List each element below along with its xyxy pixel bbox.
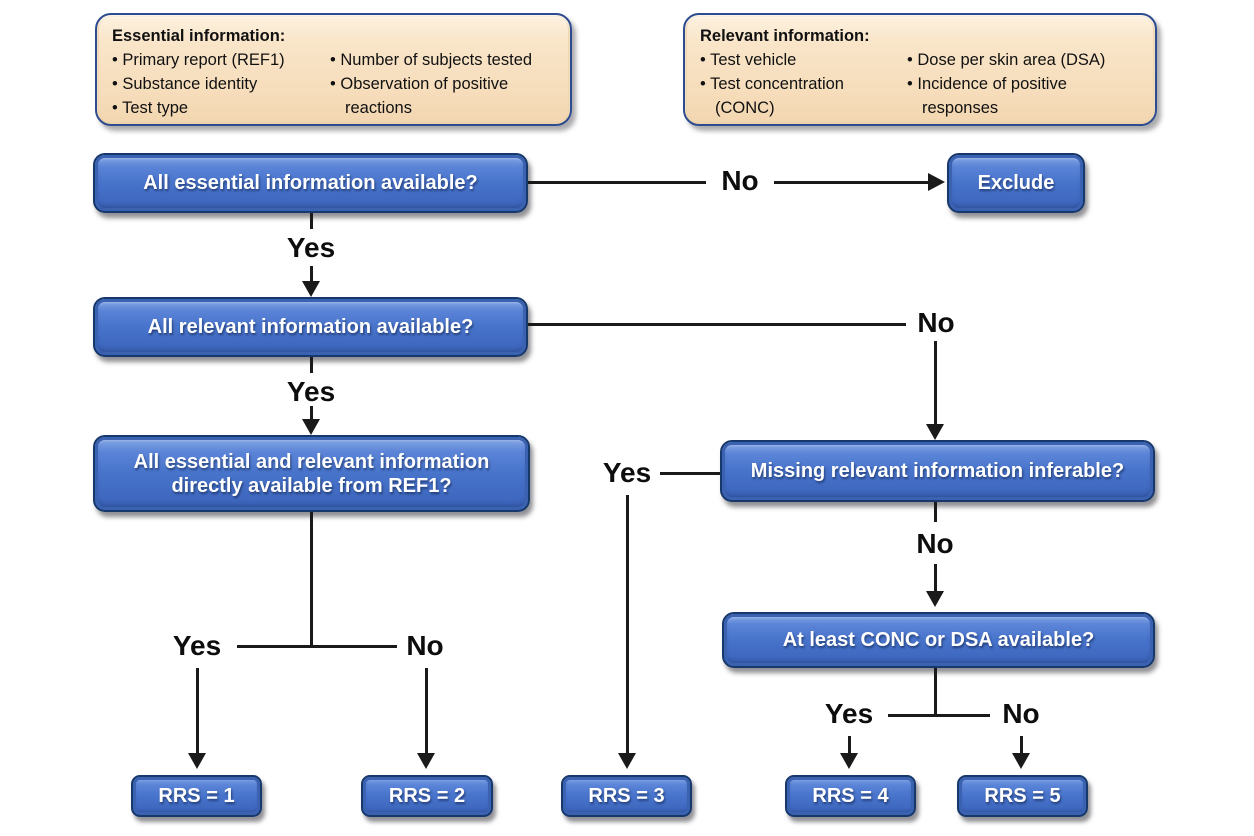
terminal-node-rrs-5: RRS = 5 — [957, 775, 1088, 817]
bullet-item: Test concentration (CONC) — [700, 72, 907, 120]
connector-line — [528, 181, 706, 184]
relevant-information-columns: Test vehicle Test concentration (CONC) D… — [700, 48, 1140, 120]
connector-line — [310, 357, 313, 373]
relevant-information-title: Relevant information: — [700, 27, 870, 45]
edge-label-inferable-no: No — [916, 528, 954, 559]
bullet-item: Primary report (REF1) — [112, 48, 330, 72]
edge-label-ref1-no: No — [406, 630, 444, 661]
connector-line — [310, 213, 313, 229]
essential-information-title: Essential information: — [112, 27, 286, 45]
bullet-item: Test type — [112, 96, 330, 120]
relevant-column-2: Dose per skin area (DSA) Incidence of po… — [907, 48, 1132, 120]
edge-label-inferable-yes: Yes — [602, 457, 652, 488]
arrowhead-down-icon — [302, 419, 320, 435]
decision-node-conc-or-dsa: At least CONC or DSA available? — [722, 612, 1155, 668]
arrowhead-right-icon — [928, 173, 945, 191]
connector-line — [888, 714, 990, 717]
arrowhead-down-icon — [926, 424, 944, 440]
relevant-information-box: Relevant information: Test vehicle Test … — [683, 13, 1157, 126]
edge-label-conc-dsa-no: No — [1002, 698, 1040, 729]
essential-information-columns: Primary report (REF1) Substance identity… — [112, 48, 555, 120]
terminal-node-rrs-4: RRS = 4 — [785, 775, 916, 817]
connector-line — [1020, 736, 1023, 754]
edge-label-ref1-yes: Yes — [172, 630, 222, 661]
terminal-node-rrs-3: RRS = 3 — [561, 775, 692, 817]
essential-column-2: Number of subjects tested Observation of… — [330, 48, 558, 120]
bullet-item: Observation of positive reactions — [330, 72, 558, 120]
arrowhead-down-icon — [840, 753, 858, 769]
terminal-node-rrs-1: RRS = 1 — [131, 775, 262, 817]
decision-node-all-essential-available: All essential information available? — [93, 153, 528, 213]
relevant-column-1: Test vehicle Test concentration (CONC) — [700, 48, 907, 120]
edge-label-essential-yes: Yes — [286, 232, 336, 263]
connector-line — [934, 502, 937, 522]
edge-label-conc-dsa-yes: Yes — [824, 698, 874, 729]
connector-line — [310, 406, 313, 420]
connector-line — [425, 668, 428, 754]
connector-line — [774, 181, 928, 184]
arrowhead-down-icon — [1012, 753, 1030, 769]
connector-line — [660, 472, 720, 475]
connector-line — [237, 645, 397, 648]
terminal-node-exclude: Exclude — [947, 153, 1085, 213]
bullet-item: Incidence of positive responses — [907, 72, 1132, 120]
connector-line — [934, 564, 937, 592]
edge-label-relevant-no: No — [917, 307, 955, 338]
bullet-item: Substance identity — [112, 72, 330, 96]
arrowhead-down-icon — [188, 753, 206, 769]
decision-node-missing-inferable: Missing relevant information inferable? — [720, 440, 1155, 502]
essential-information-box: Essential information: Primary report (R… — [95, 13, 572, 126]
connector-line — [196, 668, 199, 754]
connector-line — [310, 266, 313, 282]
connector-line — [934, 341, 937, 425]
essential-column-1: Primary report (REF1) Substance identity… — [112, 48, 330, 120]
decision-node-all-relevant-available: All relevant information available? — [93, 297, 528, 357]
decision-node-directly-from-ref1: All essential and relevant information d… — [93, 435, 530, 512]
bullet-item: Test vehicle — [700, 48, 907, 72]
edge-label-essential-no: No — [721, 165, 759, 196]
terminal-node-rrs-2: RRS = 2 — [361, 775, 493, 817]
arrowhead-down-icon — [618, 753, 636, 769]
arrowhead-down-icon — [302, 281, 320, 297]
connector-line — [848, 736, 851, 754]
arrowhead-down-icon — [926, 591, 944, 607]
connector-line — [934, 668, 937, 717]
connector-line — [528, 323, 906, 326]
arrowhead-down-icon — [417, 753, 435, 769]
edge-label-relevant-yes: Yes — [286, 376, 336, 407]
bullet-item: Dose per skin area (DSA) — [907, 48, 1132, 72]
connector-line — [310, 512, 313, 648]
connector-line — [626, 495, 629, 754]
bullet-item: Number of subjects tested — [330, 48, 558, 72]
